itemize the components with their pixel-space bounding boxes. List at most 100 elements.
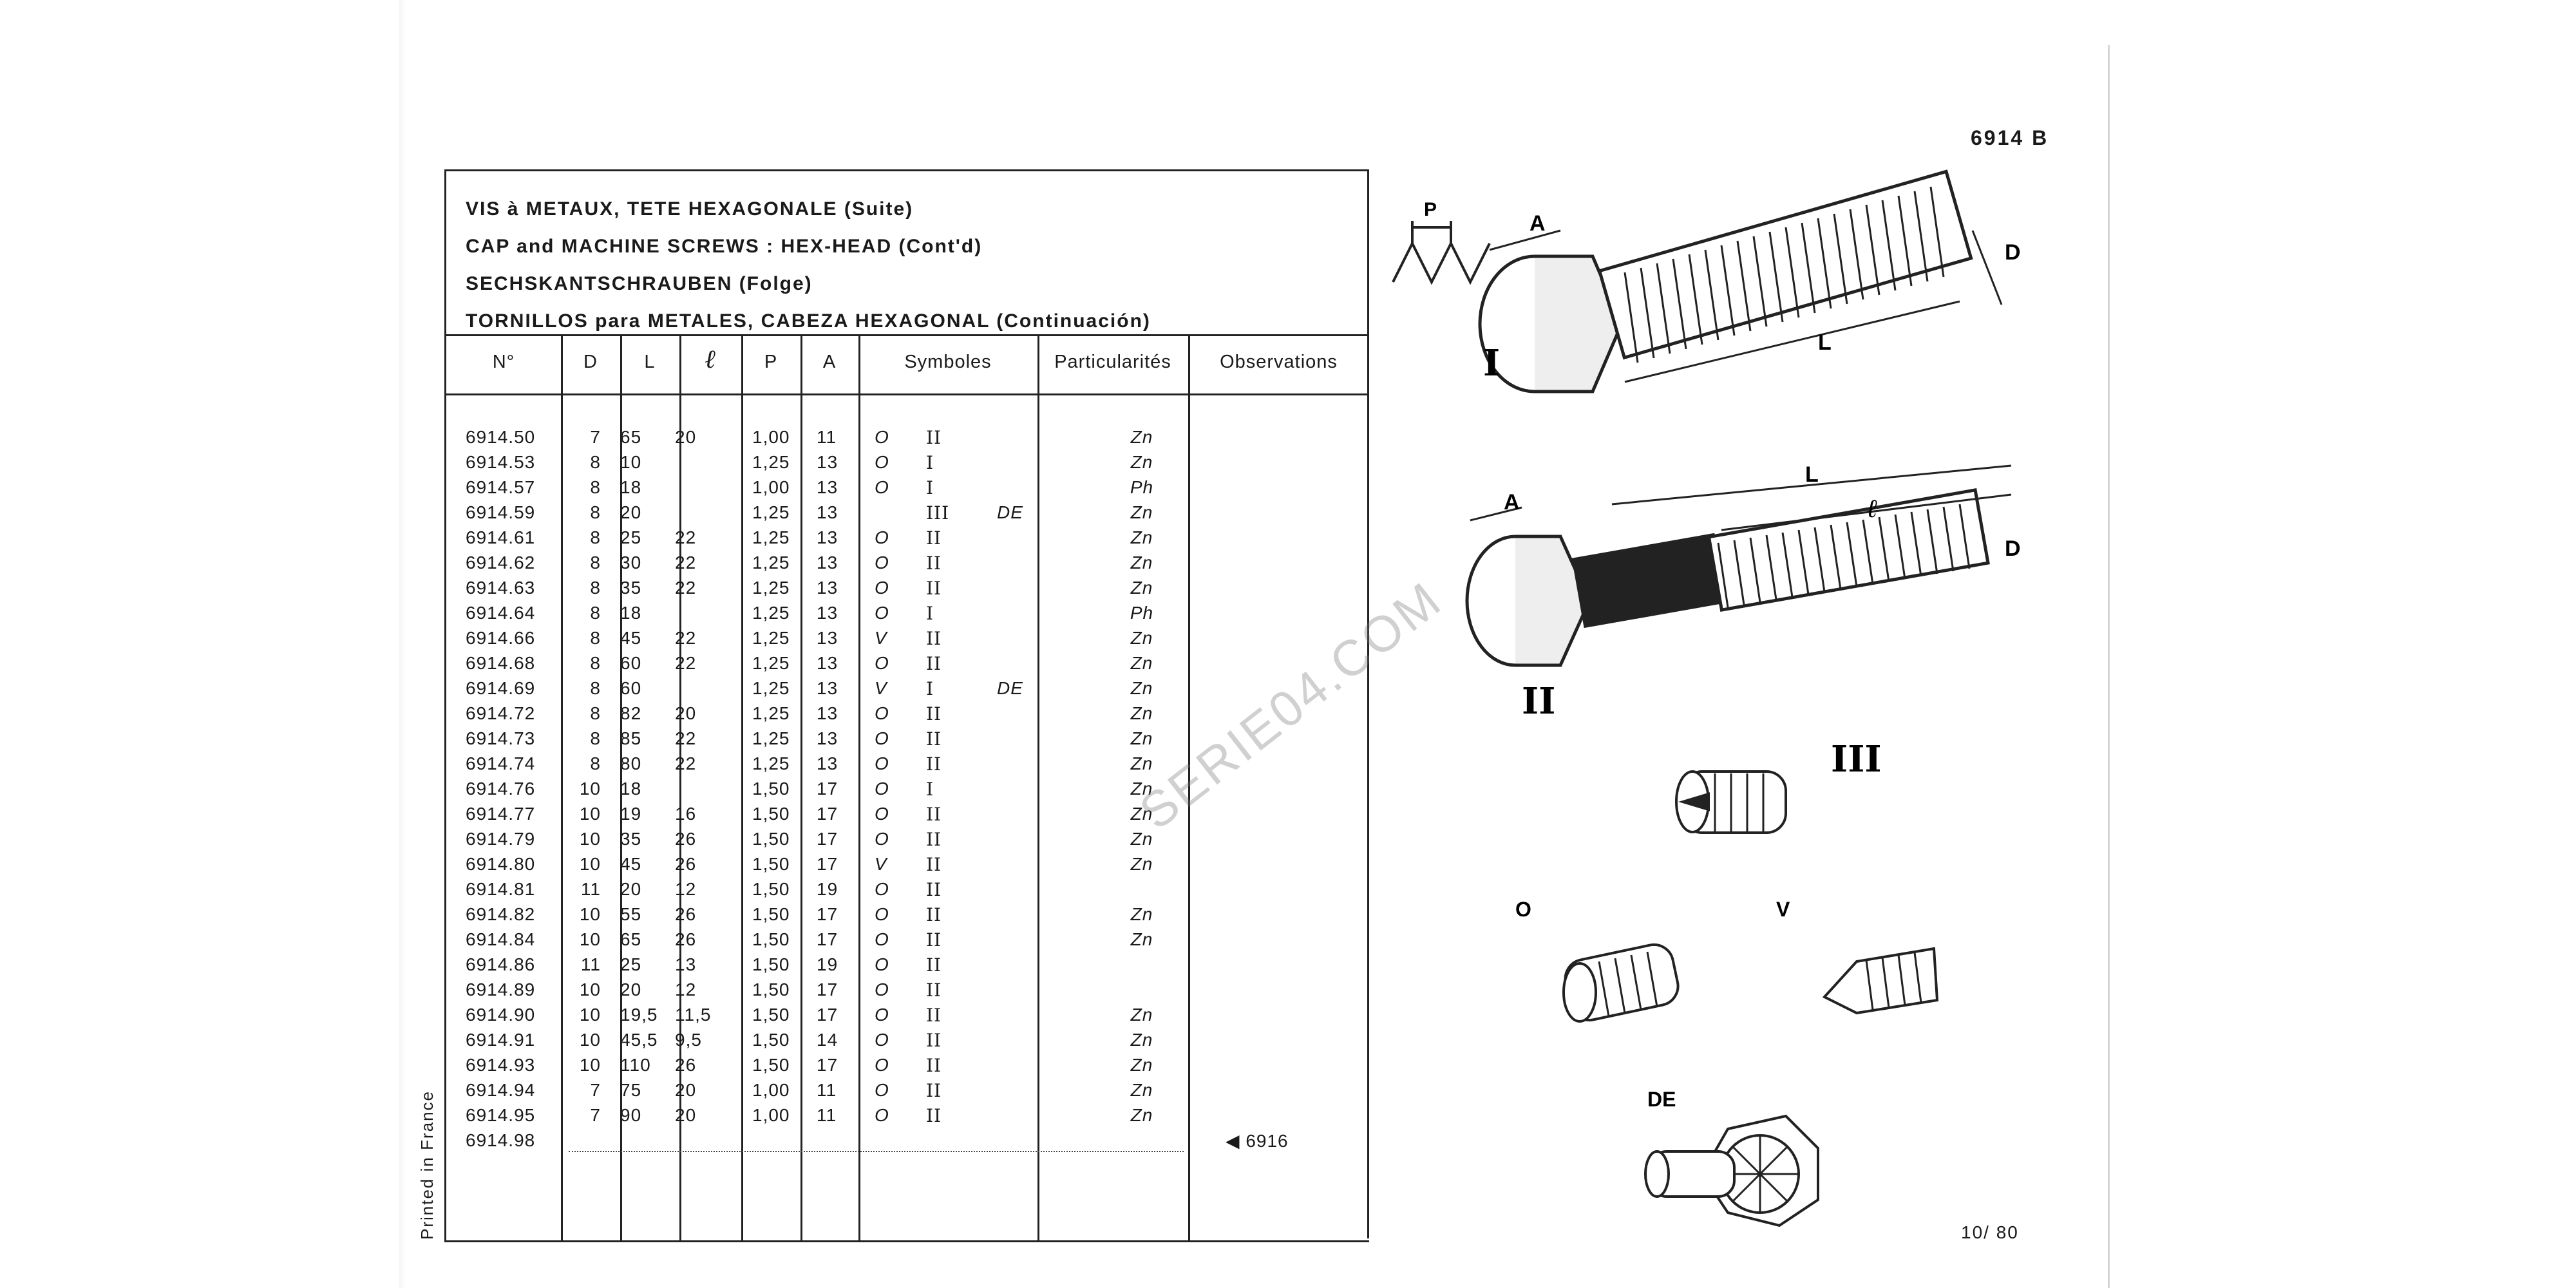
cell-part: Zn xyxy=(1130,728,1153,748)
cell-l2: 20 xyxy=(675,427,697,447)
cell-s1: O xyxy=(875,929,889,949)
cell-s2: II xyxy=(926,980,942,1001)
cell-p: 1,50 xyxy=(752,929,790,949)
printed-in-note: Printed in France xyxy=(417,1090,437,1240)
cell-s2: II xyxy=(926,753,942,775)
cell-a: 17 xyxy=(817,1005,838,1025)
cell-part: Zn xyxy=(1130,929,1153,949)
cell-s1: V xyxy=(875,854,887,874)
cell-s2: I xyxy=(926,779,934,800)
cell-a: 13 xyxy=(817,703,838,723)
cell-l: 80 xyxy=(620,753,642,773)
cell-d: 11 xyxy=(580,954,601,974)
cell-part: Ph xyxy=(1130,603,1154,623)
cell-s1: O xyxy=(875,427,889,447)
cell-s2: II xyxy=(926,703,942,724)
cell-no: 6914.84 xyxy=(466,929,536,949)
cell-no: 6914.89 xyxy=(466,980,536,999)
column-rule xyxy=(679,334,681,1240)
cell-s3: DE xyxy=(997,678,1023,698)
cell-part: Zn xyxy=(1130,854,1153,874)
cell-l2: 22 xyxy=(675,578,697,598)
type-3-label: III xyxy=(1831,738,1882,781)
cell-d: 10 xyxy=(579,1030,601,1050)
cell-s1: O xyxy=(875,578,889,598)
point-o-screw xyxy=(1562,943,1680,1023)
cell-p: 1,25 xyxy=(752,728,790,748)
cell-part: Zn xyxy=(1130,1055,1153,1075)
cell-p: 1,00 xyxy=(752,477,790,497)
cell-l2: 22 xyxy=(675,527,697,547)
cell-part: Zn xyxy=(1130,1080,1153,1100)
cell-a: 13 xyxy=(817,678,838,698)
cell-s2: II xyxy=(926,427,942,448)
cell-l: 35 xyxy=(620,578,642,598)
cell-d: 8 xyxy=(590,628,601,648)
cell-s1: O xyxy=(875,1005,889,1025)
cell-d: 8 xyxy=(590,502,601,522)
scan-shadow xyxy=(399,0,406,1288)
cell-no: 6914.69 xyxy=(466,678,536,698)
cell-s2: II xyxy=(926,728,942,750)
cell-l: 20 xyxy=(620,980,642,999)
cell-s2: II xyxy=(926,1030,942,1051)
cell-a: 13 xyxy=(817,527,838,547)
cell-p: 1,25 xyxy=(752,678,790,698)
cell-a: 17 xyxy=(817,1055,838,1075)
cell-no: 6914.79 xyxy=(466,829,536,849)
title-es: TORNILLOS para METALES, CABEZA HEXAGONAL… xyxy=(466,310,1151,332)
cell-s1: O xyxy=(875,829,889,849)
type-2-label: II xyxy=(1522,680,1555,723)
cell-l2: 22 xyxy=(675,553,697,573)
screw-type-1 xyxy=(1478,169,2003,393)
cell-l: 55 xyxy=(620,904,642,924)
cell-p: 1,00 xyxy=(752,1080,790,1100)
cell-no: 6914.53 xyxy=(466,452,536,472)
cell-l2: 12 xyxy=(675,980,697,999)
cell-d: 8 xyxy=(590,653,601,673)
cell-s1: V xyxy=(875,628,887,648)
cell-d: 8 xyxy=(590,678,601,698)
spec-table: VIS à METAUX, TETE HEXAGONALE (Suite) CA… xyxy=(444,169,1369,1242)
cell-no: 6914.74 xyxy=(466,753,536,773)
cell-d: 8 xyxy=(590,578,601,598)
cell-s1: V xyxy=(875,678,887,698)
cell-s2: II xyxy=(926,954,942,976)
cell-p: 1,50 xyxy=(752,1030,790,1050)
cell-obs: ◀ 6916 xyxy=(1226,1131,1289,1151)
cell-s2: II xyxy=(926,879,942,900)
cell-no: 6914.63 xyxy=(466,578,536,598)
fig1-label-a: A xyxy=(1530,211,1546,236)
cell-no: 6914.82 xyxy=(466,904,536,924)
cell-l: 85 xyxy=(620,728,642,748)
cell-a: 11 xyxy=(817,1105,837,1125)
cell-d: 8 xyxy=(590,452,601,472)
cell-d: 8 xyxy=(590,527,601,547)
cell-p: 1,50 xyxy=(752,904,790,924)
cell-part: Zn xyxy=(1130,502,1153,522)
cell-d: 10 xyxy=(579,980,601,999)
cell-a: 13 xyxy=(817,728,838,748)
cell-l2: 20 xyxy=(675,703,697,723)
cell-part: Zn xyxy=(1130,527,1153,547)
cell-d: 7 xyxy=(590,427,601,447)
cell-d: 10 xyxy=(579,779,601,799)
cell-part: Ph xyxy=(1130,477,1154,497)
column-rule xyxy=(561,334,563,1240)
cell-s1: O xyxy=(875,779,889,799)
cell-part: Zn xyxy=(1130,1005,1153,1025)
cell-no: 6914.94 xyxy=(466,1080,536,1100)
cell-s1: O xyxy=(875,980,889,999)
thread-pitch-diagram xyxy=(1392,221,1491,285)
